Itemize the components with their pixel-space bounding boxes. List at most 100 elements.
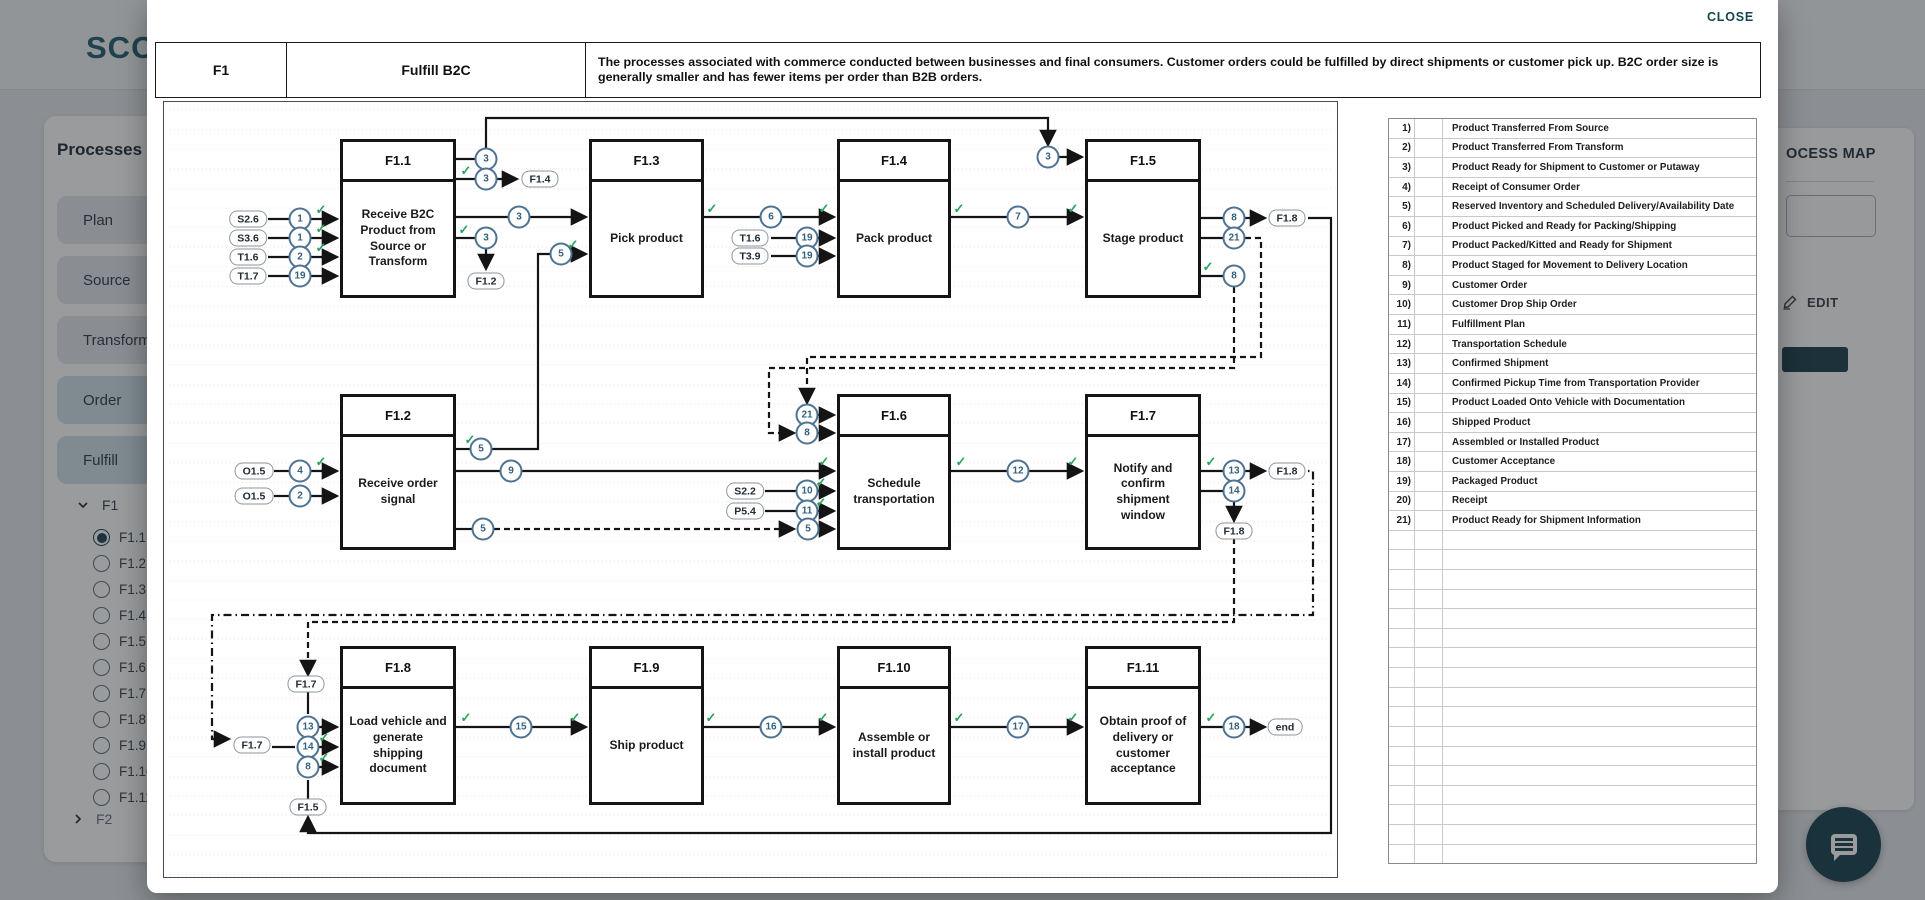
reference-tag-o1.5: O1.5 — [234, 487, 274, 505]
chat-fab-button[interactable] — [1806, 807, 1881, 882]
legend-row: 8)Product Staged for Movement to Deliver… — [1389, 256, 1756, 276]
flow-number-badge: 4 — [288, 459, 312, 483]
tree-node-f1[interactable]: F1 — [78, 497, 118, 513]
legend-row-number: 11) — [1389, 315, 1415, 334]
edit-button[interactable]: EDIT — [1782, 294, 1839, 310]
check-icon: ✓ — [953, 710, 965, 725]
legend-row-spacer — [1415, 138, 1443, 158]
radio-icon[interactable] — [93, 659, 110, 676]
flow-number-badge: 12 — [1006, 459, 1030, 483]
close-button[interactable]: CLOSE — [1706, 10, 1754, 24]
radio-icon[interactable] — [93, 581, 110, 598]
check-icon: ✓ — [464, 432, 476, 447]
tree-item-f1.11[interactable]: F1.11 — [93, 789, 153, 806]
legend-row-spacer — [1415, 354, 1443, 373]
check-icon: ✓ — [315, 454, 327, 469]
legend-row — [1389, 805, 1756, 825]
check-icon: ✓ — [818, 201, 830, 216]
legend-row-text — [1443, 609, 1756, 628]
legend-row-text — [1443, 805, 1756, 824]
tree-item-f1.2[interactable]: F1.2 — [93, 555, 146, 572]
legend-row: 12)Transportation Schedule — [1389, 334, 1756, 355]
legend-row-spacer — [1415, 844, 1443, 864]
legend-row-number: 10) — [1389, 295, 1415, 315]
radio-icon[interactable] — [93, 685, 110, 702]
legend-row: 2)Product Transferred From Transform — [1389, 138, 1756, 159]
legend-row-spacer — [1415, 236, 1443, 256]
legend-row-text — [1443, 550, 1756, 569]
flow-number-badge: 15 — [509, 715, 533, 739]
legend-row — [1389, 785, 1756, 806]
reference-tag-t1.6: T1.6 — [731, 229, 769, 247]
legend-row — [1389, 707, 1756, 727]
flow-number-badge: 3 — [507, 205, 531, 229]
tree-item-f1.10[interactable]: F1.10 — [93, 763, 154, 780]
check-icon: ✓ — [1205, 710, 1217, 725]
flow-number-badge: 6 — [759, 205, 783, 229]
tree-item-f1.8[interactable]: F1.8 — [93, 711, 146, 728]
legend-row-spacer — [1415, 628, 1443, 648]
check-icon: ✓ — [460, 163, 472, 178]
tree-item-f1.4[interactable]: F1.4 — [93, 607, 146, 624]
tree-node-f2[interactable]: F2 — [73, 811, 112, 827]
edit-label: EDIT — [1807, 294, 1839, 310]
check-icon: ✓ — [318, 750, 330, 765]
legend-row — [1389, 550, 1756, 571]
legend-row-text — [1443, 747, 1756, 766]
tree-item-label: F1.10 — [119, 764, 154, 779]
flow-line — [484, 116, 1057, 148]
radio-icon[interactable] — [93, 607, 110, 624]
legend-row-number: 4) — [1389, 177, 1415, 197]
legend-row: 20)Receipt — [1389, 491, 1756, 512]
legend-row-spacer — [1415, 746, 1443, 766]
radio-icon[interactable] — [93, 555, 110, 572]
process-map-input[interactable] — [1786, 195, 1876, 237]
process-description: The processes associated with commerce c… — [598, 54, 1719, 85]
check-icon: ✓ — [460, 710, 472, 725]
legend-row — [1389, 844, 1756, 864]
legend-row — [1389, 609, 1756, 629]
check-icon: ✓ — [815, 475, 827, 490]
legend-row-number — [1389, 746, 1415, 766]
legend-row-spacer — [1415, 609, 1443, 628]
radio-icon[interactable] — [93, 789, 110, 806]
legend-row-text: Fulfillment Plan — [1452, 318, 1525, 330]
legend-row-spacer — [1415, 471, 1443, 491]
selected-color-swatch[interactable] — [1782, 347, 1848, 372]
tree-item-f1.5[interactable]: F1.5 — [93, 633, 146, 650]
legend-row-spacer — [1415, 334, 1443, 354]
legend-row-spacer — [1415, 393, 1443, 413]
legend-row — [1389, 628, 1756, 649]
legend-row-text — [1443, 845, 1756, 864]
radio-icon[interactable] — [93, 633, 110, 650]
legend-row-spacer — [1415, 511, 1443, 530]
reference-tag-f1.8: F1.8 — [1215, 522, 1253, 540]
legend-row-number: 12) — [1389, 334, 1415, 354]
legend-row-text: Confirmed Pickup Time from Transportatio… — [1452, 377, 1700, 389]
tree-item-f1.9[interactable]: F1.9 — [93, 737, 146, 754]
tree-item-f1.1[interactable]: F1.1 — [93, 529, 146, 546]
flow-line — [210, 469, 1315, 748]
check-icon: ✓ — [458, 222, 470, 237]
legend-row-number — [1389, 550, 1415, 570]
legend-row-text — [1443, 629, 1756, 648]
legend-row-spacer — [1415, 530, 1443, 550]
legend-row-text — [1443, 648, 1756, 667]
radio-icon[interactable] — [93, 763, 110, 780]
radio-selected-icon[interactable] — [93, 529, 110, 546]
processes-title: Processes — [57, 140, 143, 159]
tree-item-f1.3[interactable]: F1.3 — [93, 581, 146, 598]
radio-icon[interactable] — [93, 711, 110, 728]
legend-row-spacer — [1415, 256, 1443, 275]
tree-item-f1.7[interactable]: F1.7 — [93, 685, 146, 702]
tree-item-f1.6[interactable]: F1.6 — [93, 659, 146, 676]
legend-row-number — [1389, 726, 1415, 746]
process-box-label: Receive order signal — [358, 476, 438, 506]
radio-icon[interactable] — [93, 737, 110, 754]
tree-node-f1-label: F1 — [102, 497, 119, 513]
process-name: Fulfill B2C — [287, 43, 586, 97]
legend-row-spacer — [1415, 785, 1443, 805]
legend-row-text: Product Loaded Onto Vehicle with Documen… — [1452, 397, 1685, 409]
